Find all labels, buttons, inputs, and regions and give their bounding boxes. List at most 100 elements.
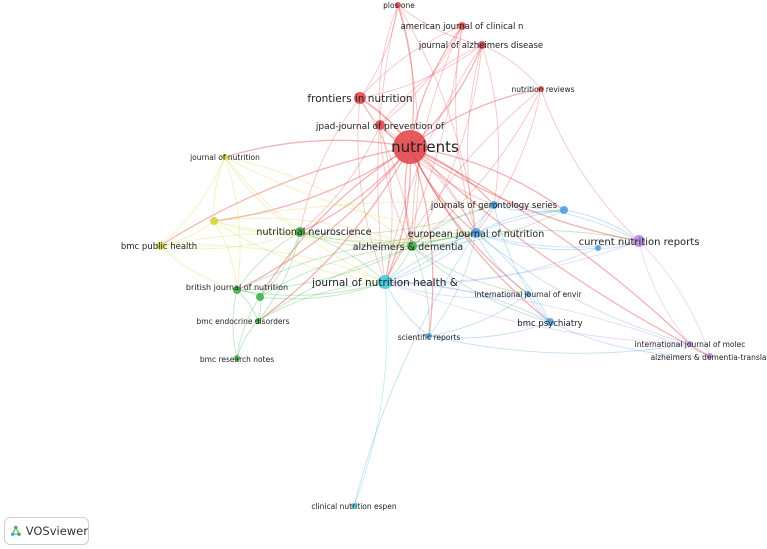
network-edge xyxy=(259,231,301,298)
network-edge xyxy=(475,232,529,295)
network-edge xyxy=(236,232,477,291)
network-edge xyxy=(481,44,542,90)
node-cnr[interactable] xyxy=(633,235,645,247)
network-edge xyxy=(384,240,640,283)
node-label-bmcph: bmc public health xyxy=(121,242,197,252)
node-jnut[interactable] xyxy=(222,154,228,160)
node-ijenv[interactable] xyxy=(525,291,531,297)
network-edge xyxy=(379,124,477,234)
node-label-bjn: british journal of nutrition xyxy=(186,283,288,292)
node-nutrients[interactable] xyxy=(393,130,427,164)
network-edge xyxy=(384,281,711,357)
network-edge xyxy=(224,139,411,158)
node-ijmol[interactable] xyxy=(687,341,693,347)
network-edge xyxy=(213,201,565,222)
network-edge xyxy=(563,209,640,242)
network-edge xyxy=(259,281,386,300)
network-edge xyxy=(428,293,529,337)
network-edge xyxy=(409,146,640,242)
node-label-cne: clinical nutrition espen xyxy=(311,502,397,511)
network-edge xyxy=(411,245,430,337)
network-edge xyxy=(159,244,386,283)
node-blu1[interactable] xyxy=(560,206,568,214)
network-edge xyxy=(213,146,411,222)
network-edge xyxy=(159,232,413,247)
node-jad[interactable] xyxy=(478,41,486,49)
node-ejn[interactable] xyxy=(471,228,481,238)
network-edge xyxy=(236,281,386,296)
node-label-bmcendo: bmc endocrine disorders xyxy=(197,317,290,326)
network-edge xyxy=(159,156,226,247)
network-edge xyxy=(259,245,413,298)
node-bmcendo[interactable] xyxy=(255,318,261,324)
node-label-jad: journal of alzheimers disease xyxy=(418,41,543,51)
network-edge xyxy=(493,204,551,323)
network-edge xyxy=(493,204,565,213)
network-edge xyxy=(353,281,388,507)
node-label-frontiers: frontiers in nutrition xyxy=(307,93,412,105)
node-jpad[interactable] xyxy=(375,120,385,130)
node-bjn[interactable] xyxy=(233,286,241,294)
node-label-ijenv: international journal of envir xyxy=(475,290,583,299)
network-edge xyxy=(549,321,711,357)
network-edge xyxy=(213,156,226,222)
node-grn2[interactable] xyxy=(256,293,264,301)
network-edge xyxy=(475,232,599,251)
node-blu2[interactable] xyxy=(595,245,601,251)
network-edge xyxy=(397,4,420,247)
network-edge xyxy=(411,245,551,323)
network-edge xyxy=(299,231,413,248)
network-edge xyxy=(299,231,477,244)
node-label-scirep: scientific reports xyxy=(398,333,461,342)
network-edge xyxy=(359,25,463,99)
network-edge xyxy=(428,335,691,354)
node-bmcres[interactable] xyxy=(234,355,240,361)
network-edge xyxy=(359,97,413,247)
node-scirep[interactable] xyxy=(426,333,432,339)
node-yel2[interactable] xyxy=(210,217,218,225)
network-edge xyxy=(159,231,301,250)
node-plos[interactable] xyxy=(395,2,401,8)
vosviewer-badge: VOSviewer xyxy=(4,517,89,545)
node-cne[interactable] xyxy=(351,503,357,509)
network-edge xyxy=(224,156,413,247)
node-jgero[interactable] xyxy=(490,201,498,209)
node-bmcpsy[interactable] xyxy=(546,318,554,326)
network-edge xyxy=(384,204,495,283)
node-nutneuro[interactable] xyxy=(295,227,305,237)
node-label-nutneuro: nutritional neuroscience xyxy=(256,227,371,238)
node-label-bmcres: bmc research notes xyxy=(200,355,274,364)
node-jnha[interactable] xyxy=(378,275,392,289)
network-edge xyxy=(353,232,477,507)
node-nutrev[interactable] xyxy=(538,86,544,92)
node-frontiers[interactable] xyxy=(354,92,366,104)
node-bmcph[interactable] xyxy=(156,242,164,250)
node-label-nutrev: nutrition reviews xyxy=(511,85,574,94)
node-label-jnut: journal of nutrition xyxy=(189,153,260,162)
node-alzdtr[interactable] xyxy=(707,353,713,359)
network-edge xyxy=(224,156,477,234)
node-alzdem[interactable] xyxy=(407,241,417,251)
network-edge xyxy=(236,296,261,359)
network-edge xyxy=(379,25,463,126)
network-edge xyxy=(475,232,691,345)
network-edge xyxy=(493,204,640,242)
network-edge xyxy=(236,146,411,291)
network-edge xyxy=(475,88,542,234)
network-edge xyxy=(409,146,551,323)
network-edge xyxy=(384,281,551,323)
network-edge xyxy=(409,146,529,295)
node-label-bmcpsy: bmc psychiatry xyxy=(517,319,582,329)
node-ajcn[interactable] xyxy=(458,22,466,30)
network-edge xyxy=(213,220,301,234)
network-edge xyxy=(411,245,529,295)
network-edge xyxy=(159,146,411,247)
network-edge xyxy=(379,124,393,283)
network-edge xyxy=(379,124,495,206)
network-edge xyxy=(299,231,386,283)
network-edge xyxy=(475,209,565,234)
network-edge xyxy=(299,97,361,233)
network-edge xyxy=(299,124,381,233)
network-edge xyxy=(384,88,542,283)
node-label-ijmol: international journal of molec xyxy=(635,340,746,349)
